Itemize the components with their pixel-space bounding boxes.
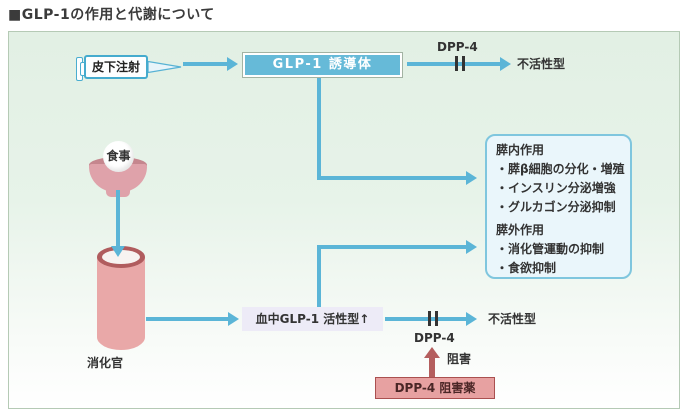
arrowhead-tract-to-blood <box>228 312 239 326</box>
action-item: ・食欲抑制 <box>496 261 557 275</box>
action-item: ・グルカゴン分泌抑制 <box>496 200 616 214</box>
line-glp1-down <box>317 78 321 180</box>
action-item: ・膵β細胞の分化・増殖 <box>496 162 625 176</box>
arrowhead-glp1-to-actions <box>466 171 477 185</box>
arrow-glp1-to-inactive-top <box>407 62 501 66</box>
dpp4-inhibitor-box: DPP-4 阻害薬 <box>375 377 495 399</box>
inhibit-arrowhead-icon <box>424 347 440 358</box>
digestive-tract-label: 消化官 <box>87 356 124 370</box>
intra-pancreatic-heading: 膵内作用 <box>496 143 545 157</box>
blocked-barrier-top-icon <box>455 56 465 71</box>
dpp4-label-top: DPP-4 <box>437 40 478 54</box>
line-blood-to-inactive <box>385 317 467 321</box>
arrow-injection-to-glp1 <box>183 62 227 66</box>
line-meal-down <box>116 190 120 246</box>
meal-label: 食事 <box>103 141 134 172</box>
line-blood-to-actions <box>317 245 466 249</box>
glp1-derivative-box: GLP-1 誘導体 <box>242 52 403 78</box>
blood-glp1-box: 血中GLP-1 活性型↑ <box>242 307 383 331</box>
arrowhead-blood-to-actions <box>466 240 477 254</box>
inhibit-label: 阻害 <box>447 352 472 366</box>
dpp4-label-bottom: DPP-4 <box>414 331 455 345</box>
page-title: ■GLP-1の作用と代謝について <box>8 7 215 23</box>
line-blood-up <box>317 249 321 307</box>
injection-label: 皮下注射 <box>84 55 148 79</box>
blocked-barrier-bottom-icon <box>428 311 438 326</box>
arrowhead-glp1-to-inactive-top <box>500 57 511 71</box>
inhibit-arrow-shaft <box>429 357 435 377</box>
arrowhead-injection-to-glp1 <box>227 57 238 71</box>
line-tract-to-blood <box>146 317 229 321</box>
action-item: ・インスリン分泌増強 <box>496 181 616 195</box>
line-glp1-to-actions <box>317 176 466 180</box>
inactive-label-top: 不活性型 <box>517 57 566 71</box>
cylinder-body-icon <box>97 257 145 350</box>
arrowhead-meal-down <box>111 246 125 257</box>
syringe-needle-icon <box>148 60 182 74</box>
extra-pancreatic-heading: 膵外作用 <box>496 223 545 237</box>
inactive-label-bottom: 不活性型 <box>488 312 537 326</box>
action-item: ・消化管運動の抑制 <box>496 242 605 256</box>
actions-box: 膵内作用 ・膵β細胞の分化・増殖 ・インスリン分泌増強 ・グルカゴン分泌抑制 膵… <box>485 134 632 279</box>
arrowhead-blood-to-inactive <box>466 312 477 326</box>
